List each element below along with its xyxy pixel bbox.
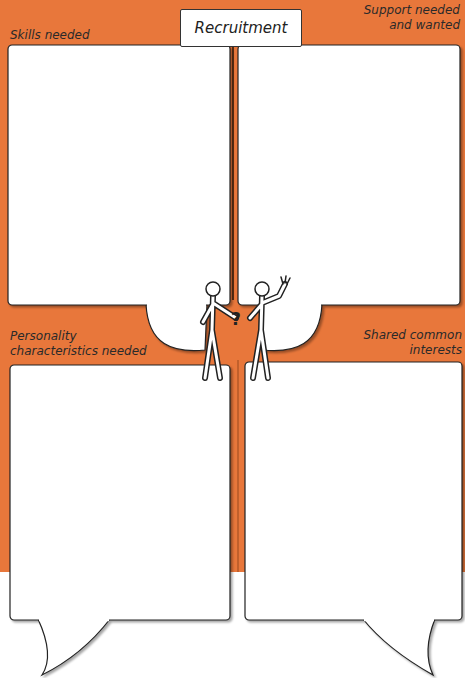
speech-bubble: Skills needed [8, 45, 230, 305]
title-box: Recruitment [180, 9, 302, 47]
bubble-seam [147, 304, 206, 307]
bubble-seam [364, 619, 434, 622]
speech-bubble: Support needed and wanted [238, 45, 460, 305]
bubble-tail [146, 304, 207, 351]
bubble-heading: Personality characteristics needed [10, 329, 150, 359]
bubble-box [8, 45, 230, 305]
bubble-box [245, 362, 462, 620]
bubble-box [238, 45, 460, 305]
question-mark: ? [231, 309, 241, 329]
center-divider [238, 360, 239, 572]
bubble-seam [39, 619, 109, 622]
bubble-tail [38, 619, 110, 675]
speech-bubble: Shared common interests [245, 362, 462, 620]
bubble-tail [261, 304, 322, 351]
bubble-outline [10, 365, 230, 620]
bubble-outline [238, 45, 460, 305]
bubble-seam [262, 304, 321, 307]
bubble-box [10, 365, 230, 620]
bubble-heading: Shared common interests [350, 328, 462, 358]
speech-bubble: Personality characteristics needed [10, 365, 230, 620]
bubble-outline [8, 45, 230, 305]
bubble-outline [245, 362, 462, 620]
bubble-heading: Support needed and wanted [350, 3, 460, 33]
center-divider [232, 45, 234, 300]
bubble-tail [363, 619, 435, 675]
